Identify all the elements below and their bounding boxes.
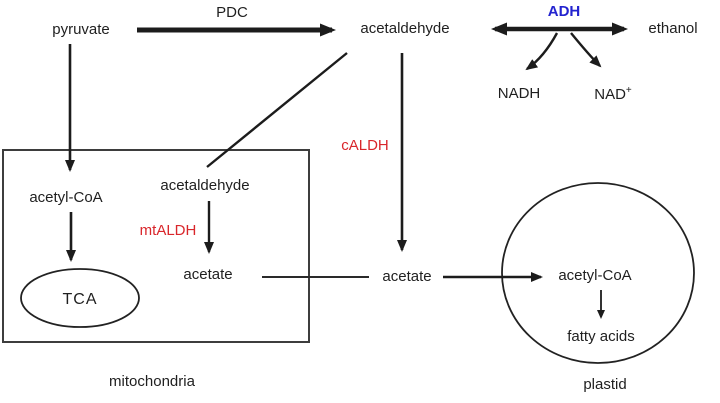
pyruvate-label: pyruvate bbox=[52, 20, 110, 38]
tca-label: TCA bbox=[62, 291, 98, 309]
tca-ellipse bbox=[20, 268, 140, 328]
mtaldh-enzyme-label: mtALDH bbox=[139, 221, 197, 239]
fatty-acids-label: fatty acids bbox=[567, 327, 635, 345]
nadh-branch-arrow bbox=[525, 32, 559, 71]
acetate-mito-label: acetate bbox=[183, 265, 233, 283]
acetaldehyde-transport-line bbox=[206, 52, 348, 168]
nad-label: NAD+ bbox=[594, 85, 632, 104]
ethanol-label: ethanol bbox=[648, 19, 698, 37]
plastid-label: plastid bbox=[583, 375, 627, 393]
acetaldehyde-cytosol-label: acetaldehyde bbox=[360, 19, 450, 37]
acetylcoa-plastid-label: acetyl-CoA bbox=[558, 266, 632, 284]
caldh-enzyme-label: cALDH bbox=[341, 136, 389, 154]
nadh-label: NADH bbox=[497, 84, 541, 102]
nad-branch-arrow bbox=[570, 32, 602, 68]
nad-label-plus: + bbox=[625, 84, 632, 96]
nad-label-base: NAD bbox=[594, 85, 626, 103]
mitochondria-outline bbox=[2, 149, 310, 343]
mitochondria-label: mitochondria bbox=[109, 372, 195, 390]
plastid-outline bbox=[501, 182, 695, 364]
acetaldehyde-mito-label: acetaldehyde bbox=[160, 176, 250, 194]
pdc-enzyme-label: PDC bbox=[216, 3, 248, 21]
adh-enzyme-label: ADH bbox=[547, 2, 581, 20]
acetate-cytosol-label: acetate bbox=[382, 267, 432, 285]
acetylcoa-mito-label: acetyl-CoA bbox=[29, 188, 103, 206]
